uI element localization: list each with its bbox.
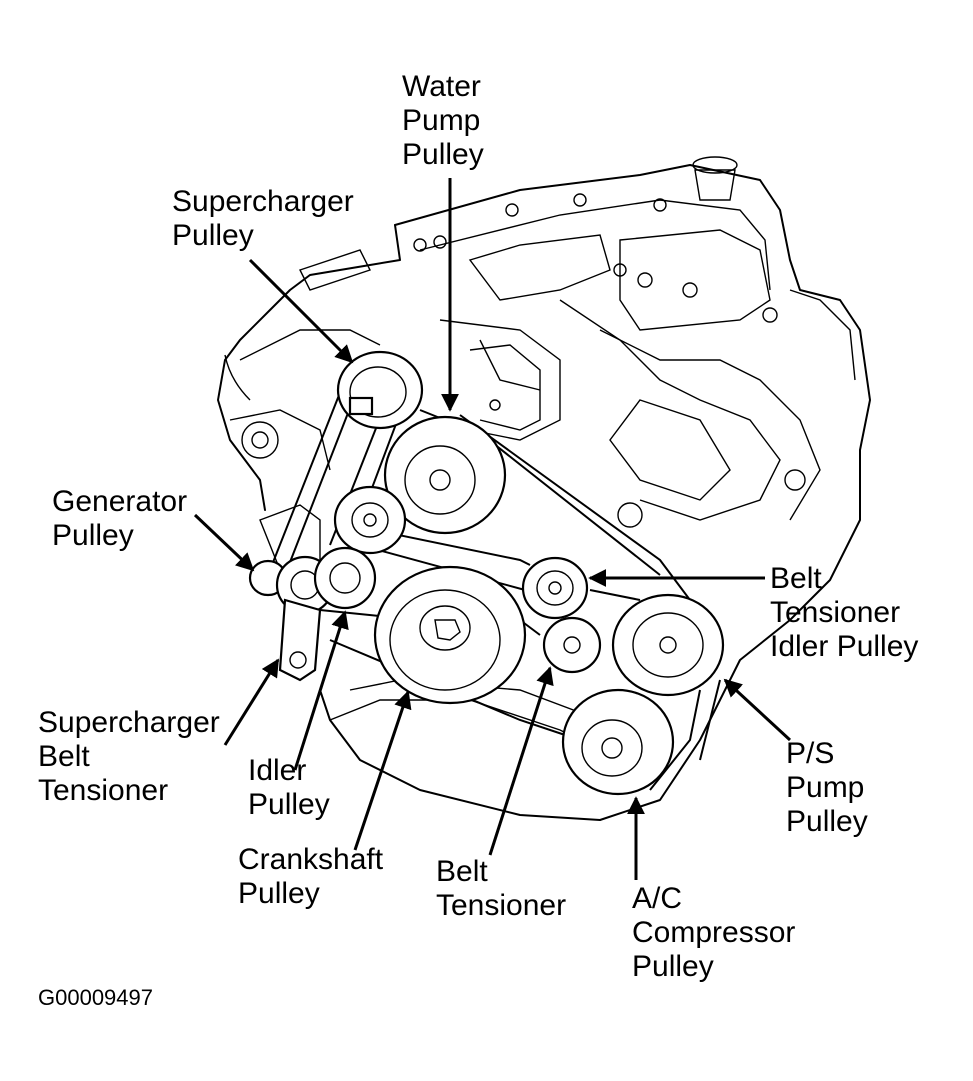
arrow-generator bbox=[193, 513, 255, 572]
label-line: Tensioner bbox=[436, 889, 567, 922]
arrow-ps-pump bbox=[723, 678, 792, 742]
supercharger-belt-tensioner-drawing bbox=[278, 598, 322, 682]
belt-tensioner-drawing bbox=[542, 616, 602, 674]
label-line: Pulley bbox=[238, 877, 320, 910]
label-line: A/C bbox=[632, 882, 683, 915]
label-supercharger-pulley: Supercharger Pulley bbox=[172, 185, 354, 253]
label-line: Belt bbox=[770, 562, 822, 595]
supercharger-pulley-drawing bbox=[336, 350, 424, 430]
idler-pulley-drawing bbox=[313, 546, 377, 610]
label-line: Idler Pulley bbox=[770, 630, 919, 663]
label-line: Tensioner bbox=[770, 596, 901, 629]
label-line: Pulley bbox=[402, 138, 484, 171]
label-line: Idler bbox=[248, 754, 307, 787]
label-supercharger-belt-tensioner: Supercharger Belt Tensioner bbox=[38, 706, 220, 808]
label-line: Pulley bbox=[248, 788, 330, 821]
label-line: Pulley bbox=[786, 805, 868, 838]
arrow-belt-tensioner bbox=[488, 666, 554, 856]
belt-tensioner-idler-pulley-drawing bbox=[521, 556, 589, 620]
label-line: Pulley bbox=[172, 219, 254, 252]
ac-compressor-pulley-drawing bbox=[561, 688, 675, 796]
label-line: Crankshaft bbox=[238, 843, 384, 876]
label-line: Pulley bbox=[632, 950, 714, 983]
ps-pump-pulley-drawing bbox=[611, 593, 725, 697]
arrow-sc-belt-tensioner bbox=[223, 658, 280, 746]
arrow-idler bbox=[293, 610, 349, 771]
label-line: Tensioner bbox=[38, 774, 169, 807]
engine-block-illustration bbox=[217, 156, 871, 821]
label-water-pump-pulley: Water Pump Pulley bbox=[402, 70, 484, 172]
label-line: Pulley bbox=[52, 519, 134, 552]
label-belt-tensioner-idler-pulley: Belt Tensioner Idler Pulley bbox=[770, 562, 918, 664]
small-idler-drawing bbox=[333, 485, 407, 555]
label-idler-pulley: Idler Pulley bbox=[248, 754, 330, 822]
label-crankshaft-pulley: Crankshaft Pulley bbox=[238, 843, 383, 911]
crankshaft-pulley-drawing bbox=[373, 565, 527, 705]
label-line: Supercharger bbox=[38, 706, 220, 739]
label-line: Pump bbox=[402, 104, 481, 137]
water-pump-pulley-drawing bbox=[383, 415, 507, 535]
label-line: Belt bbox=[436, 855, 488, 888]
figure-id: G00009497 bbox=[38, 985, 153, 1010]
arrow-supercharger-pulley bbox=[248, 258, 354, 364]
label-line: Generator bbox=[52, 485, 188, 518]
label-belt-tensioner: Belt Tensioner bbox=[436, 855, 566, 923]
label-ps-pump-pulley: P/S Pump Pulley bbox=[786, 737, 868, 839]
label-line: Belt bbox=[38, 740, 90, 773]
arrow-crankshaft bbox=[353, 690, 412, 851]
label-ac-compressor-pulley: A/C Compressor Pulley bbox=[632, 882, 795, 984]
label-generator-pulley: Generator Pulley bbox=[52, 485, 187, 553]
label-line: Supercharger bbox=[172, 185, 354, 218]
label-line: Pump bbox=[786, 771, 865, 804]
label-line: Compressor bbox=[632, 916, 796, 949]
label-line: P/S bbox=[786, 737, 835, 770]
label-line: Water bbox=[402, 70, 481, 103]
leader-arrows bbox=[193, 178, 792, 880]
